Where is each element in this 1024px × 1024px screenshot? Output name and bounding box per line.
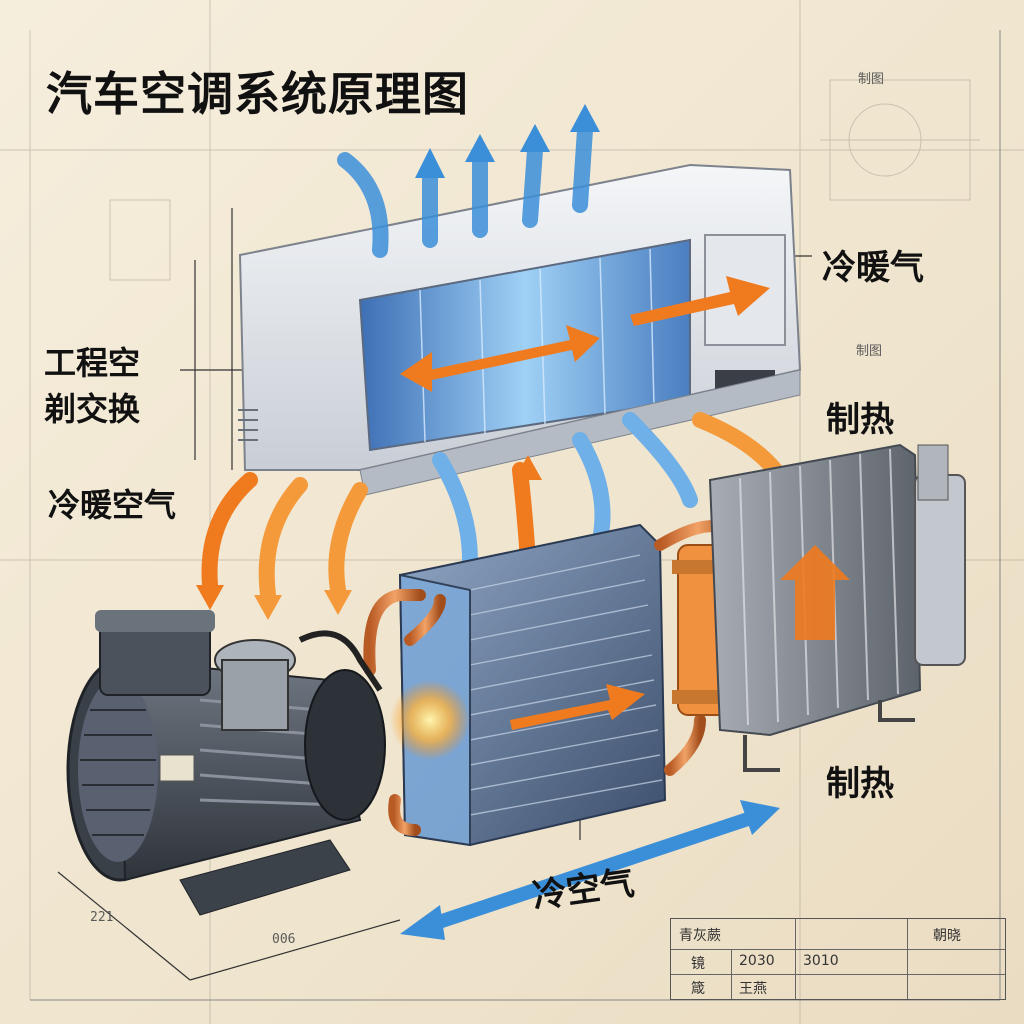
title-block-stamp: 朝晓: [933, 928, 961, 944]
title-block-row2-label: 镜: [691, 956, 705, 972]
warm-arrow-core: [510, 684, 645, 730]
copper-pipes: [363, 520, 741, 836]
title-block: 青灰蕨 朝晓 镜 2030 3010 箴 王燕: [670, 918, 1006, 1000]
condenser: [708, 443, 966, 772]
title-block-row3-val: 王燕: [739, 981, 767, 997]
indoor-unit: [238, 163, 802, 496]
dim-text-bottom-left: 221: [90, 910, 114, 925]
airflow-under-ac-heads: [196, 455, 542, 620]
label-heating-2: 制热: [826, 764, 894, 804]
cold-air-arrow-bottom: [400, 800, 780, 940]
title-block-name: 青灰蕨: [679, 928, 721, 944]
title-block-row2-val2: 3010: [803, 953, 839, 969]
title-block-frame: [30, 30, 1001, 1001]
label-heating-1: 制热: [826, 400, 894, 440]
evaporator-core: [390, 523, 667, 847]
compressor: [66, 610, 386, 916]
title-block-row2-val1: 2030: [739, 953, 775, 969]
dim-text-bottom-mid: 006: [272, 932, 296, 947]
airflow-under-ac: [201, 412, 783, 603]
cold-arrowheads-top: [415, 104, 600, 178]
label-exchange-line1: 工程空: [44, 344, 141, 382]
dim-text-top-right: 制图: [858, 72, 885, 87]
label-warm-air-top: 冷暖气: [822, 248, 924, 288]
dim-text-mid-right: 制图: [856, 344, 883, 359]
cold-airflow-top: [337, 122, 593, 258]
page-title: 汽车空调系统原理图: [46, 67, 469, 121]
title-block-row3-label: 箴: [691, 981, 705, 997]
label-exchange-line2: 剃交换: [44, 390, 141, 428]
label-warm-air-left: 冷暖空气: [48, 486, 177, 524]
label-exchange: 工程空 剃交换: [44, 340, 140, 432]
warm-arrow-ac: [400, 276, 770, 392]
